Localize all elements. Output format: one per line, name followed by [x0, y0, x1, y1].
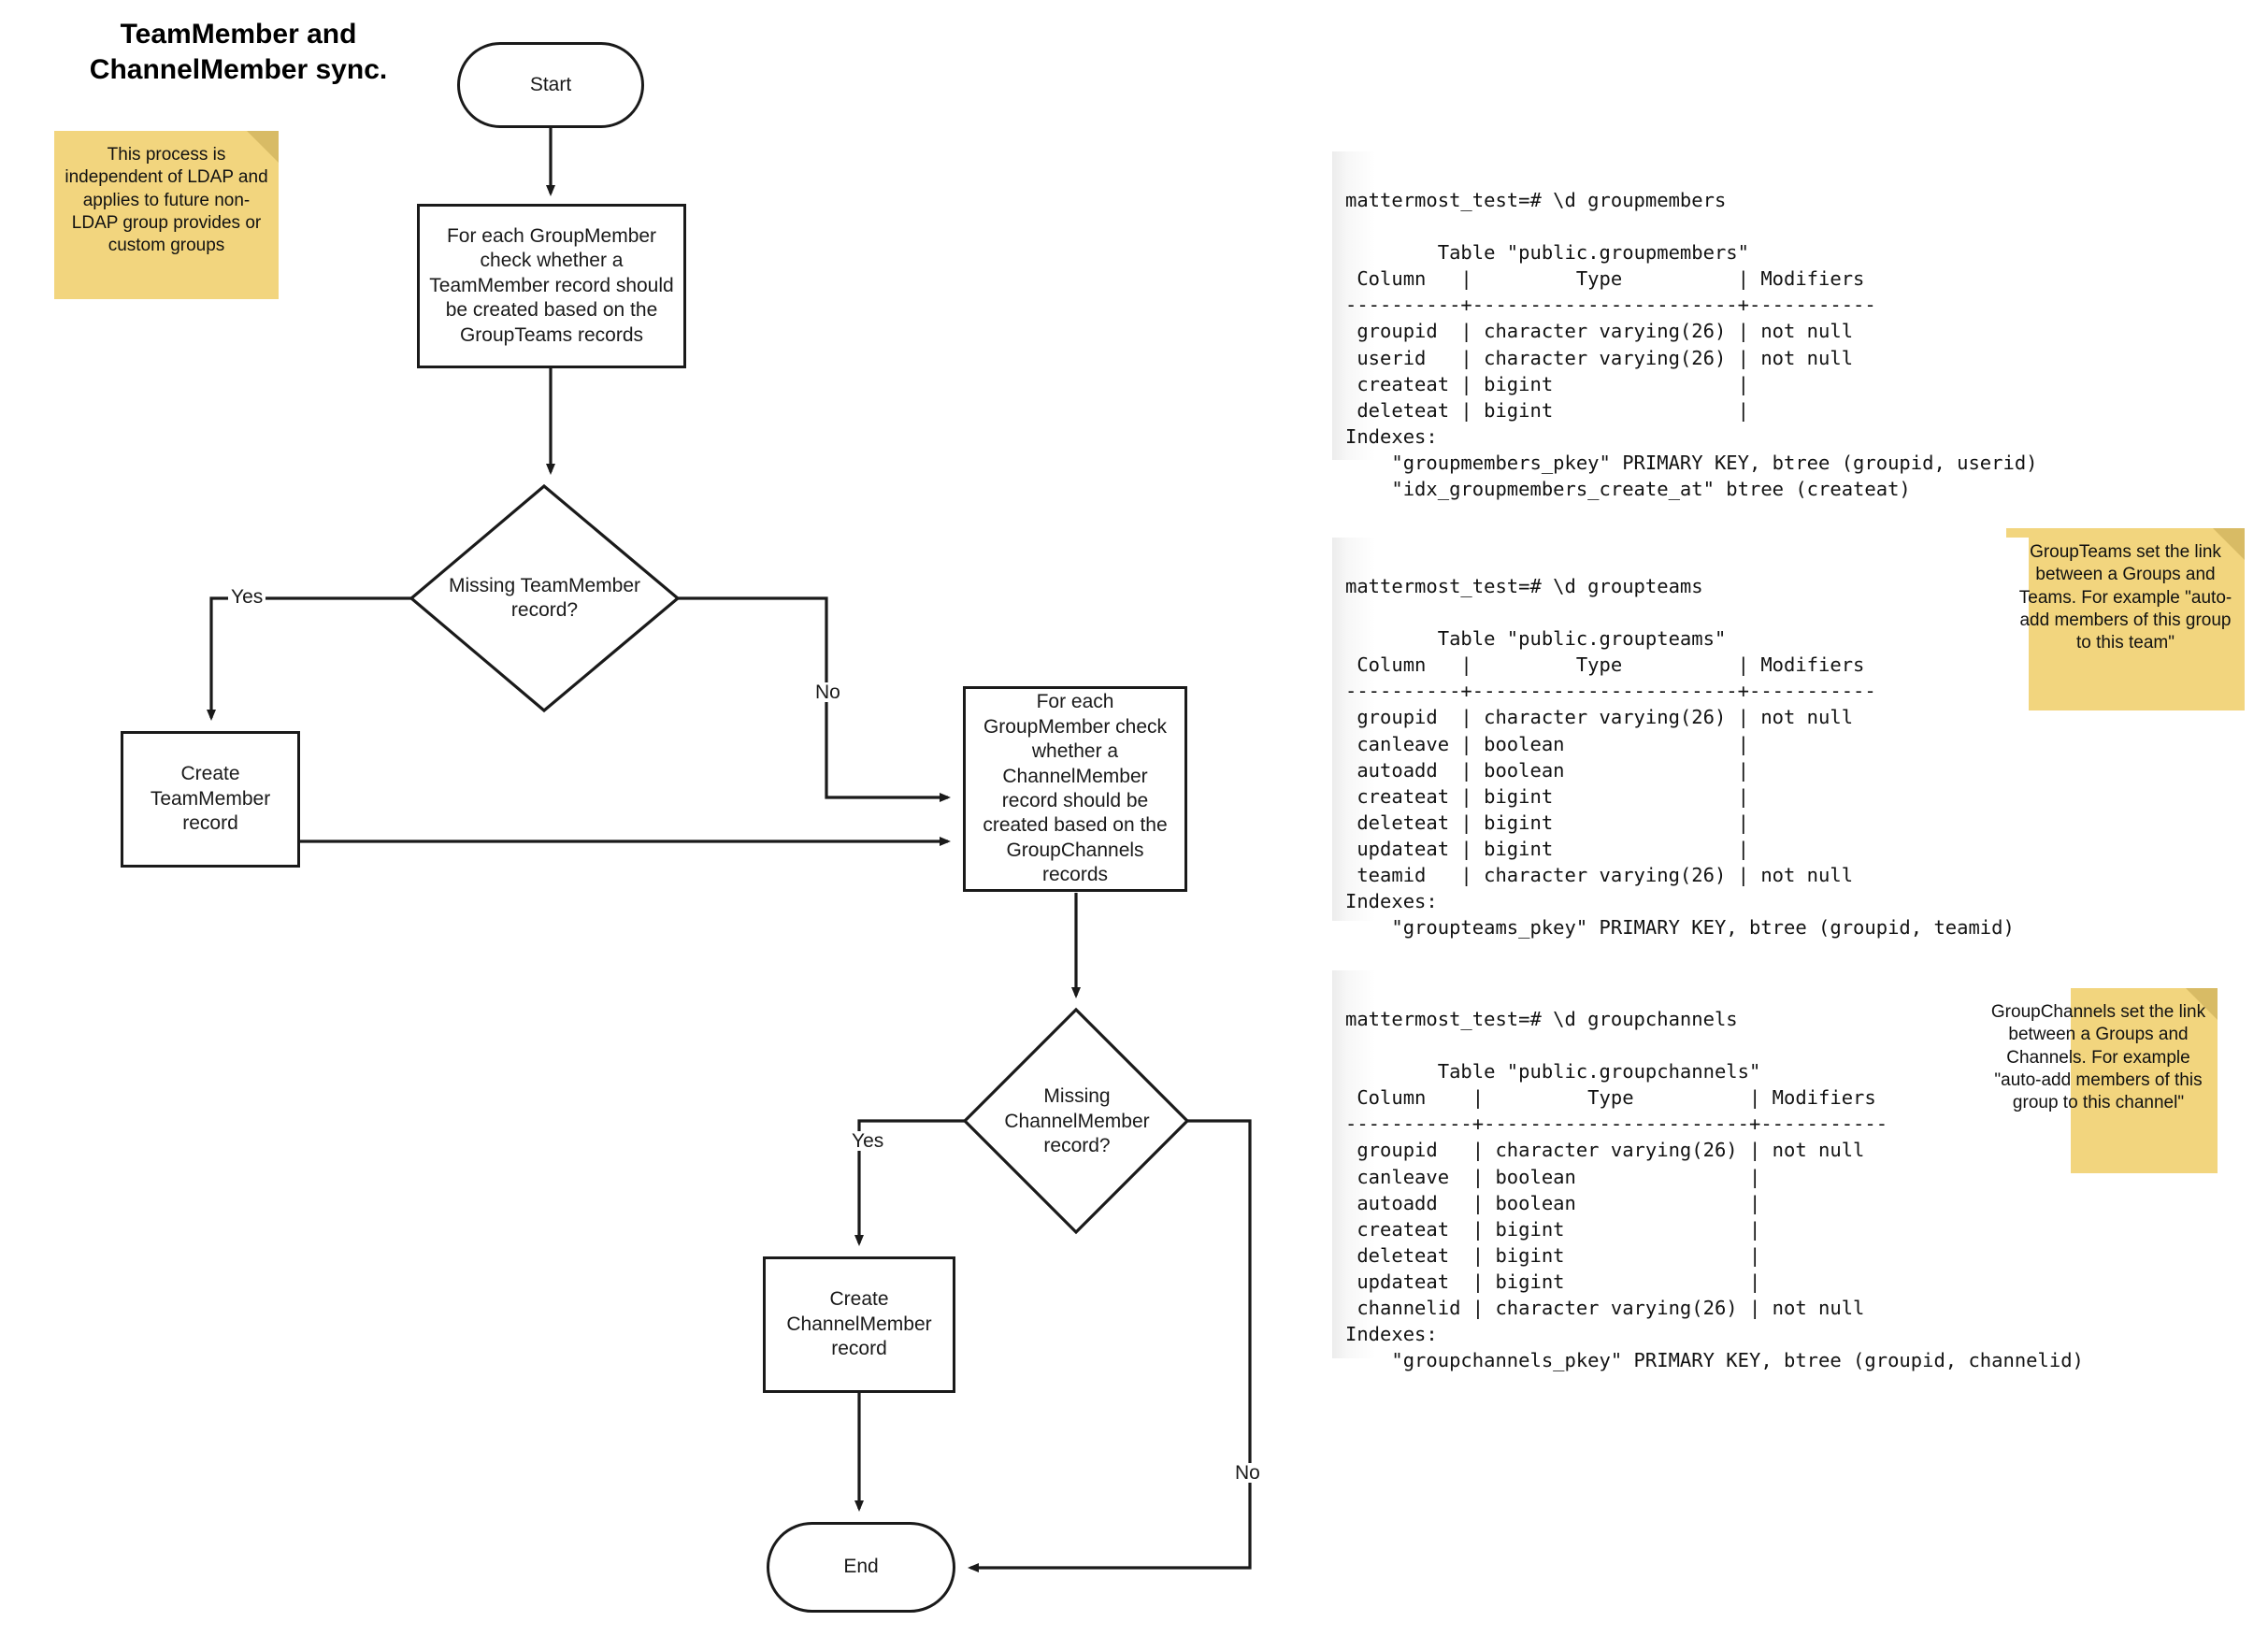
- flow-node-process-2[interactable]: For each GroupMember check whether a Cha…: [963, 686, 1187, 892]
- flow-node-start-label: Start: [529, 73, 572, 95]
- console-groupchannels-caption: [1345, 1060, 1438, 1083]
- flow-node-decision-2-label-wrap: Missing ChannelMember record?: [978, 1080, 1176, 1164]
- console-groupteams-row: updateat | bigint |: [1345, 837, 1749, 860]
- flow-node-end[interactable]: End: [767, 1522, 955, 1613]
- console-groupmembers-rule: ----------+-----------------------+-----…: [1345, 294, 1876, 317]
- console-groupteams-row: canleave | boolean |: [1345, 732, 1749, 755]
- flow-node-process-2-label: For each GroupMember check whether a Cha…: [983, 691, 1168, 886]
- console-groupchannels-header: Column | Type | Modifiers: [1345, 1086, 1876, 1110]
- console-groupmembers: mattermost_test=# \d groupmembers Table …: [1332, 151, 2038, 500]
- console-groupchannels-row: deleteat | bigint |: [1345, 1243, 1761, 1267]
- console-groupteams-header: Column | Type | Modifiers: [1345, 653, 1865, 677]
- flow-node-start[interactable]: Start: [457, 42, 644, 128]
- console-groupchannels-row: updateat | bigint |: [1345, 1270, 1761, 1293]
- flow-node-action-1[interactable]: Create TeamMember record: [121, 731, 300, 868]
- flow-node-decision-2-label: Missing ChannelMember record?: [1004, 1085, 1150, 1157]
- console-groupteams-row: deleteat | bigint |: [1345, 811, 1749, 834]
- console-groupteams-row: createat | bigint |: [1345, 784, 1749, 808]
- console-groupchannels-row: canleave | boolean |: [1345, 1165, 1761, 1188]
- console-groupchannels-indexes-label: Indexes:: [1345, 1323, 1438, 1346]
- console-groupchannels-prompt: mattermost_test=# \d groupchannels: [1345, 1008, 1738, 1031]
- sticky-note-groupchannels-text: GroupChannels set the link between a Gro…: [1990, 1002, 2206, 1113]
- sticky-note-groupteams-text: GroupTeams set the link between a Groups…: [2018, 542, 2232, 653]
- console-groupteams-indexes-label: Indexes:: [1345, 890, 1438, 913]
- console-groupchannels-row: channelid | character varying(26) | not …: [1345, 1296, 1865, 1319]
- console-groupmembers-row: createat | bigint |: [1345, 372, 1749, 395]
- edge-decision2-no: [968, 1119, 1252, 1572]
- edge-decision1-yes: [207, 596, 411, 721]
- console-groupchannels-caption-text: Table "public.groupchannels": [1437, 1060, 1761, 1083]
- console-groupchannels-row: groupid | character varying(26) | not nu…: [1345, 1139, 1865, 1162]
- console-groupteams-row: teamid | character varying(26) | not nul…: [1345, 863, 1854, 886]
- flow-node-process-1[interactable]: For each GroupMember check whether a Tea…: [417, 204, 686, 368]
- console-groupteams-caption-text: Table "public.groupteams": [1437, 627, 1727, 651]
- console-groupmembers-caption: [1345, 241, 1438, 264]
- edge-label-no-2: No: [1232, 1463, 1263, 1483]
- console-groupmembers-indexes-label: Indexes:: [1345, 424, 1438, 448]
- console-groupmembers-row: groupid | character varying(26) | not nu…: [1345, 320, 1854, 343]
- flow-node-decision-1-label-wrap: Missing TeamMember record?: [425, 561, 664, 636]
- flow-node-process-1-label: For each GroupMember check whether a Tea…: [429, 224, 674, 346]
- console-groupmembers-index: "groupmembers_pkey" PRIMARY KEY, btree (…: [1345, 451, 2038, 474]
- flow-node-action-2-label: Create ChannelMember record: [786, 1288, 932, 1360]
- console-groupchannels-index: "groupchannels_pkey" PRIMARY KEY, btree …: [1345, 1349, 2084, 1372]
- console-groupmembers-row: deleteat | bigint |: [1345, 398, 1749, 422]
- console-groupteams-caption: [1345, 627, 1438, 650]
- console-groupchannels: mattermost_test=# \d groupchannels Table…: [1332, 970, 2084, 1371]
- sticky-note-groupchannels: GroupChannels set the link between a Gro…: [1979, 988, 2218, 1173]
- console-groupmembers-row: userid | character varying(26) | not nul…: [1345, 346, 1854, 369]
- console-groupteams-row: autoadd | boolean |: [1345, 758, 1749, 782]
- edge-label-yes-2: Yes: [849, 1131, 887, 1151]
- console-groupteams-row: groupid | character varying(26) | not nu…: [1345, 706, 1854, 729]
- sticky-note-groupteams: GroupTeams set the link between a Groups…: [2006, 528, 2245, 710]
- sticky-note-ldap: This process is independent of LDAP and …: [54, 131, 279, 299]
- page-title-line1: TeamMember and: [120, 19, 357, 50]
- console-groupchannels-row: autoadd | boolean |: [1345, 1191, 1761, 1214]
- console-groupteams-index: "groupteams_pkey" PRIMARY KEY, btree (gr…: [1345, 916, 2015, 940]
- flow-node-decision-1-label: Missing TeamMember record?: [448, 574, 640, 621]
- console-groupteams-rule: ----------+-----------------------+-----…: [1345, 680, 1876, 703]
- page-title: TeamMember and ChannelMember sync.: [84, 17, 393, 87]
- console-groupchannels-row: createat | bigint |: [1345, 1217, 1761, 1241]
- flow-node-action-1-label: Create TeamMember record: [150, 763, 271, 835]
- console-groupmembers-caption-text: Table "public.groupmembers": [1437, 241, 1749, 265]
- page-title-line2: ChannelMember sync.: [89, 53, 388, 85]
- console-groupmembers-prompt: mattermost_test=# \d groupmembers: [1345, 189, 1727, 212]
- console-groupmembers-header: Column | Type | Modifiers: [1345, 267, 1865, 291]
- sticky-note-ldap-text: This process is independent of LDAP and …: [65, 145, 268, 256]
- console-groupteams-prompt: mattermost_test=# \d groupteams: [1345, 575, 1703, 598]
- edge-label-yes-1: Yes: [228, 587, 266, 607]
- flow-node-end-label: End: [843, 1556, 879, 1578]
- edge-label-no-1: No: [812, 682, 843, 702]
- console-groupteams: mattermost_test=# \d groupteams Table "p…: [1332, 538, 2029, 939]
- console-groupchannels-rule: -----------+-----------------------+----…: [1345, 1112, 1888, 1136]
- console-groupmembers-index: "idx_groupmembers_create_at" btree (crea…: [1345, 477, 1911, 500]
- flow-node-action-2[interactable]: Create ChannelMember record: [763, 1256, 955, 1393]
